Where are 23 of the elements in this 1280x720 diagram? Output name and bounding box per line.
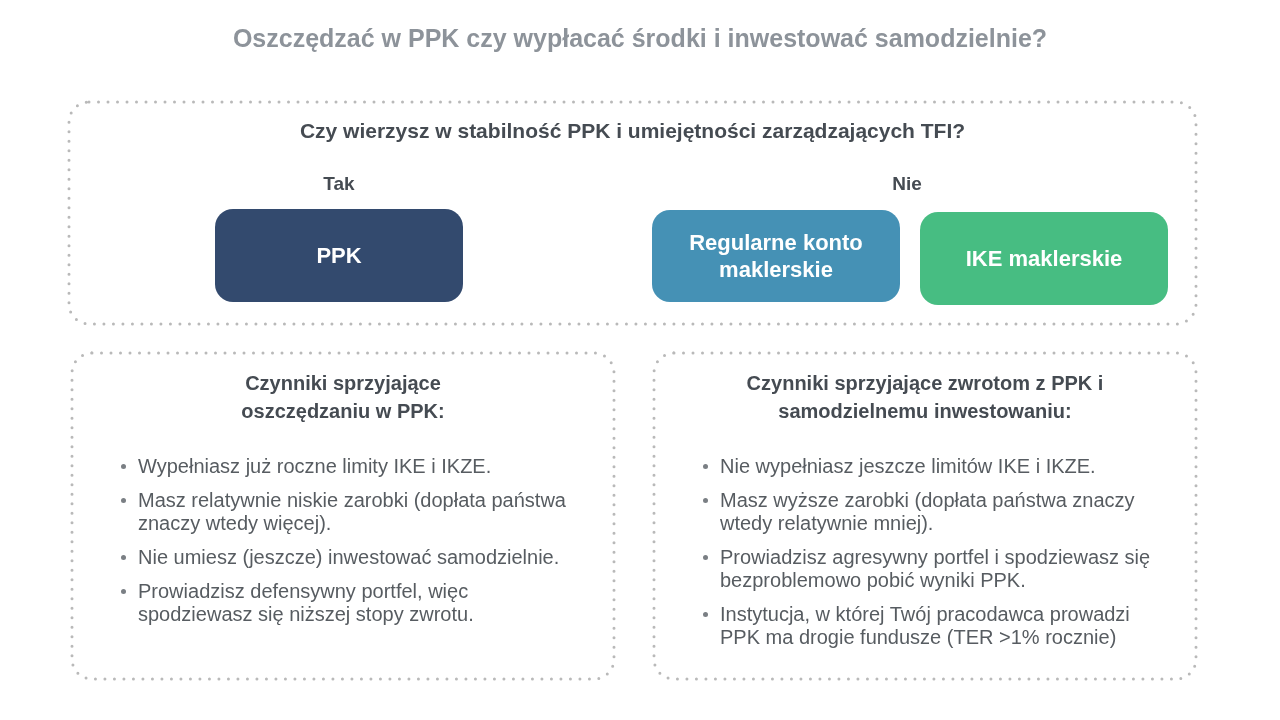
bullet-text: Masz relatywnie niskie zarobki (dopłata państwa znaczy wtedy więcej).	[138, 489, 566, 534]
panel-heading: Czynniki sprzyjające oszczędzaniu w PPK:	[240, 371, 446, 424]
dotted-panel	[652, 351, 1198, 681]
bullet-text: Masz wyższe zarobki (dopłata państwa znaczy wtedy relatywnie mniej).	[720, 489, 1135, 534]
option-label: PPK	[316, 242, 362, 269]
bullet-text: Instytucja, w której Twój pracodawca prowadzi PPK ma drogie fundusze (TER >1% rocznie)	[720, 603, 1130, 648]
bullet-text: Nie umiesz (jeszcze) inwestować samodzielnie.	[138, 546, 560, 568]
answer-label: Tak	[323, 173, 355, 195]
option-box	[652, 210, 900, 302]
bullet-text: Prowiadzisz defensywny portfel, więc spodziewasz się niższej stopy zwrotu.	[138, 580, 474, 625]
option-box	[215, 209, 463, 302]
answer-label: Nie	[892, 173, 922, 195]
dotted-panel	[70, 351, 616, 681]
option-label: IKE maklerskie	[965, 245, 1123, 272]
diagram-title: Oszczędzać w PPK czy wypłacać środki i inwestować samodzielnie?	[232, 23, 1048, 53]
bullet-text: Prowiadzisz agresywny portfel i spodziewasz się bezproblemowo pobić wyniki PPK.	[720, 546, 1151, 591]
option-box	[920, 212, 1168, 305]
bullet-text: Nie wypełniasz jeszcze limitów IKE i IKZE.	[720, 455, 1096, 477]
panel-heading: Czy wierzysz w stabilność PPK i umiejętności zarządzających TFI?	[299, 118, 966, 144]
bullet-text: Wypełniasz już roczne limity IKE i IKZE.	[138, 455, 492, 477]
option-label: Regularne konto maklerskie	[688, 229, 864, 283]
dotted-panel	[67, 100, 1198, 326]
panel-heading: Czynniki sprzyjające zwrotom z PPK i samodzielnemu inwestowaniu:	[746, 371, 1104, 424]
